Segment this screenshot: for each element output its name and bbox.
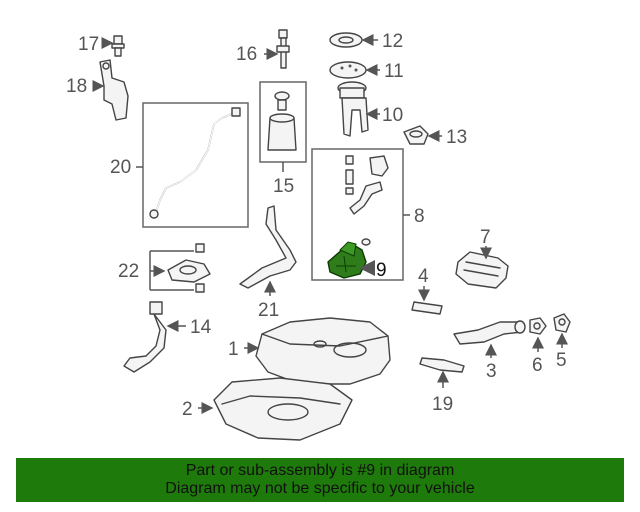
callout-20: 20 — [110, 157, 131, 178]
callout-5: 5 — [556, 350, 567, 371]
part-14-sensor[interactable] — [123, 301, 186, 373]
callout-10: 10 — [382, 105, 403, 126]
callout-17: 17 — [78, 34, 99, 55]
callout-21: 21 — [258, 300, 279, 321]
callout-4: 4 — [418, 266, 429, 287]
part-13-cap[interactable] — [403, 125, 442, 145]
callout-6: 6 — [532, 355, 543, 376]
callout-1: 1 — [228, 339, 239, 360]
part-21-hose[interactable] — [239, 205, 297, 296]
part-8-sender-assembly[interactable] — [311, 148, 410, 281]
part-17-bolt[interactable] — [101, 35, 125, 57]
part-9-highlighted[interactable] — [327, 241, 375, 279]
part-18-bracket[interactable] — [92, 59, 129, 121]
callout-8: 8 — [414, 206, 425, 227]
part-15-fuel-filter[interactable] — [259, 81, 307, 172]
part-19-strap[interactable] — [419, 357, 465, 388]
banner-line-1: Part or sub-assembly is #9 in diagram — [185, 462, 455, 479]
callout-13: 13 — [446, 127, 467, 148]
part-16-fitting[interactable] — [264, 29, 290, 69]
callout-14: 14 — [190, 317, 212, 338]
part-6-nut[interactable] — [529, 317, 547, 352]
banner-line-2: Diagram may not be specific to your vehi… — [165, 480, 475, 497]
callout-7: 7 — [480, 227, 491, 248]
part-10-pump-module[interactable] — [337, 81, 380, 137]
callout-15: 15 — [273, 176, 294, 197]
part-7-canister[interactable] — [455, 246, 509, 289]
part-1-fuel-tank[interactable] — [244, 317, 391, 385]
part-22-mount-plate[interactable] — [149, 243, 211, 293]
callout-12: 12 — [382, 31, 403, 52]
callout-16: 16 — [236, 44, 257, 65]
part-12-seal-ring[interactable] — [329, 32, 378, 48]
callout-3: 3 — [486, 361, 497, 382]
callout-18: 18 — [66, 76, 87, 97]
part-11-cover[interactable] — [329, 61, 380, 79]
callout-9: 9 — [376, 260, 387, 281]
part-2-skid-plate[interactable] — [198, 377, 353, 441]
part-5-grommet[interactable] — [553, 313, 571, 348]
parts-diagram: 17 18 20 16 15 12 — [66, 29, 571, 441]
callout-22: 22 — [118, 261, 139, 282]
callout-11: 11 — [384, 61, 404, 82]
part-3-filler-pipe[interactable] — [453, 320, 526, 358]
part-20-fuel-line[interactable] — [136, 102, 249, 228]
part-4-hose[interactable] — [411, 286, 443, 315]
callout-19: 19 — [432, 394, 453, 415]
callout-2: 2 — [182, 399, 193, 420]
info-banner: Part or sub-assembly is #9 in diagram Di… — [16, 458, 624, 502]
